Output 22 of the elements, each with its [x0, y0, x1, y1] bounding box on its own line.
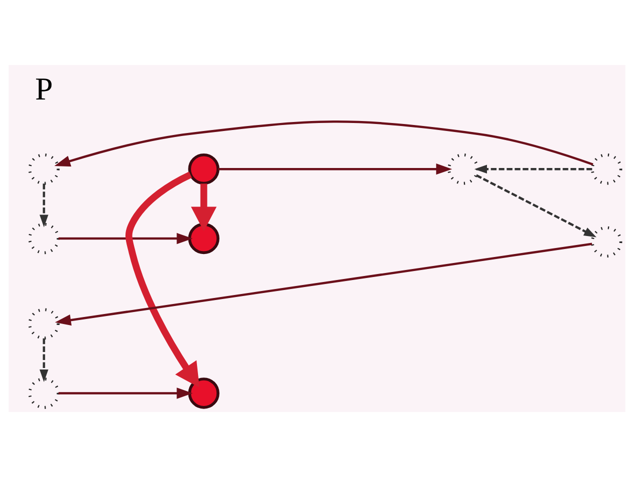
- node-circle: [28, 378, 60, 409]
- arrow: [474, 164, 592, 174]
- arrow: [58, 388, 193, 399]
- arrow: [476, 174, 596, 238]
- arrow: [58, 232, 193, 244]
- arrow: [190, 184, 217, 232]
- arrow: [40, 338, 48, 382]
- node-circle: [590, 153, 622, 185]
- node-circle: [188, 153, 220, 185]
- node-circle: [188, 378, 220, 409]
- node-circle: [28, 222, 60, 254]
- node-circle: [28, 308, 60, 340]
- arrow: [218, 164, 452, 175]
- arrow: [54, 242, 592, 326]
- arrow: [125, 172, 200, 388]
- arrow: [54, 120, 594, 167]
- arrow: [40, 184, 48, 228]
- node-circle: [188, 222, 220, 254]
- node-circle: [590, 226, 622, 258]
- node-circle: [448, 153, 479, 185]
- label: P: [35, 72, 53, 107]
- node-circle: [28, 153, 60, 185]
